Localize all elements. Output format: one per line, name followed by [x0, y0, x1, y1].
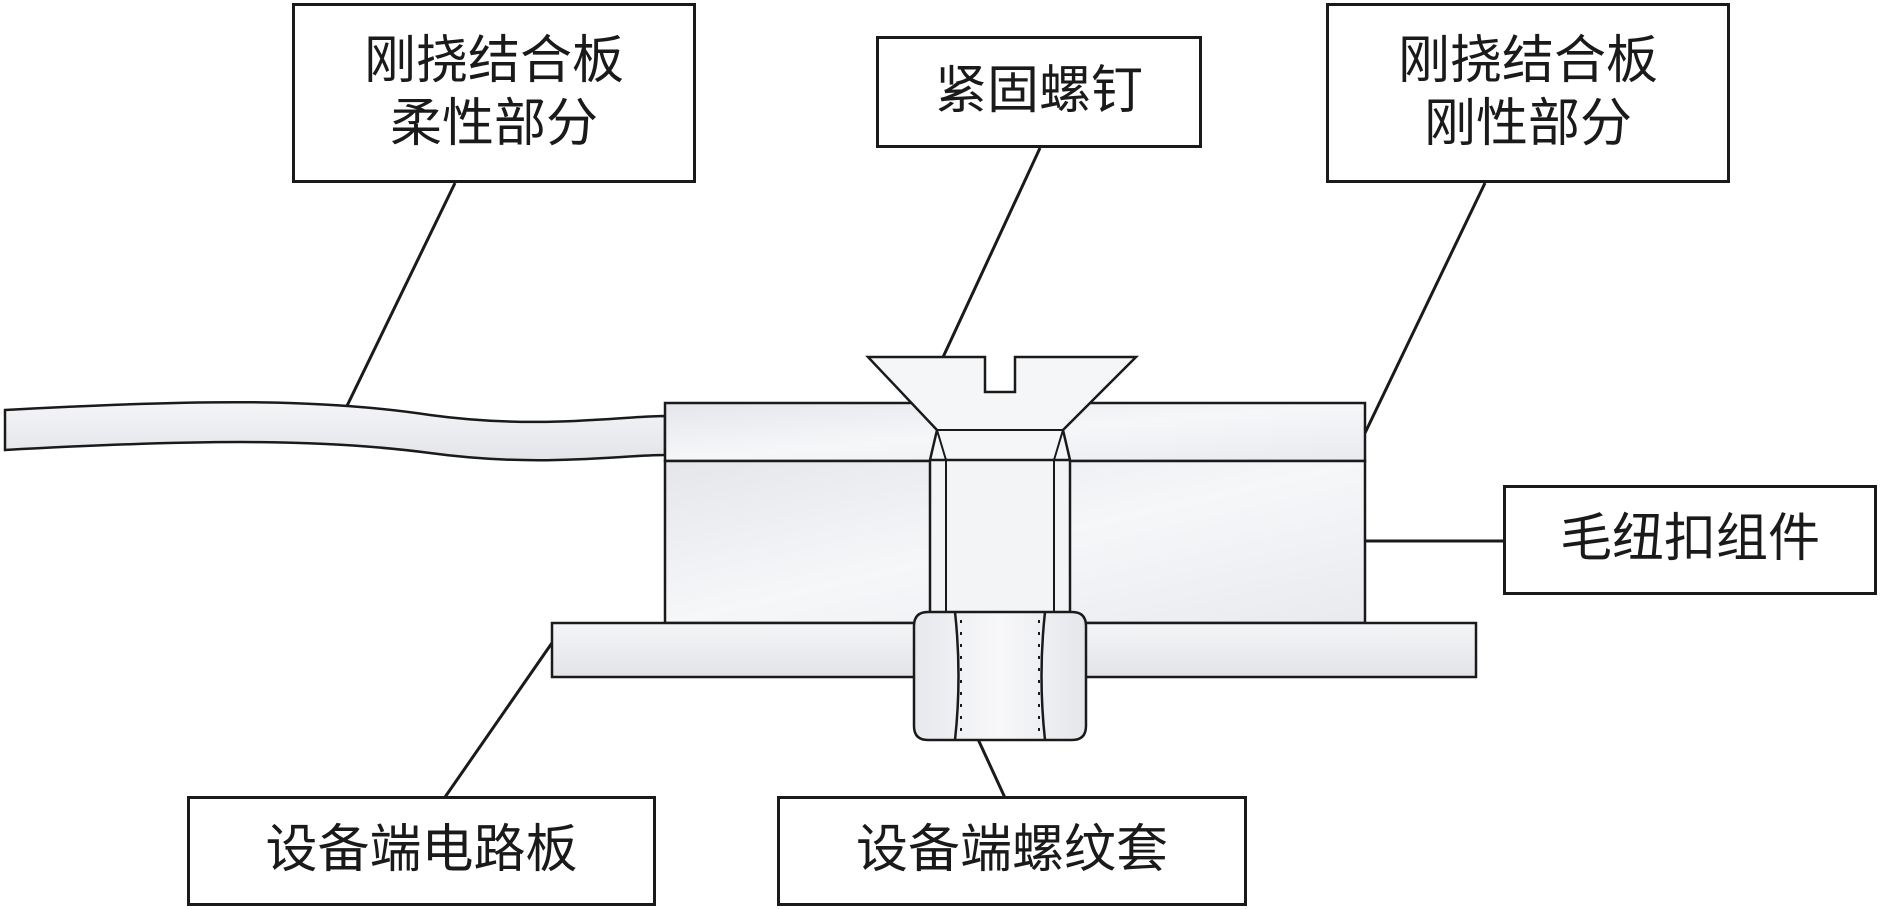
threaded-insert	[912, 610, 1088, 742]
label-device-insert-text: 设备端螺纹套	[855, 820, 1168, 881]
leader-line-device-pcb	[441, 639, 556, 801]
label-rigid-part-line2: 刚性部分	[1423, 94, 1632, 154]
leader-lines	[343, 147, 1503, 801]
leader-line-device-insert	[975, 736, 1008, 801]
label-rigid-part-line1: 刚挠结合板	[1397, 30, 1658, 91]
leader-line-screw	[936, 147, 1042, 369]
label-rigid-part: 刚挠结合板 刚性部分	[1326, 3, 1730, 183]
label-device-pcb: 设备端电路板	[187, 796, 656, 906]
label-flex-part-line1: 刚挠结合板	[363, 30, 624, 91]
label-device-pcb-text: 设备端电路板	[265, 820, 578, 881]
screw-shank	[928, 460, 1072, 630]
label-screw-text: 紧固螺钉	[934, 61, 1143, 122]
label-fuzz-button-text: 毛纽扣组件	[1559, 509, 1820, 570]
label-flex-part-line2: 柔性部分	[389, 94, 598, 154]
label-screw: 紧固螺钉	[876, 36, 1202, 148]
label-flex-part: 刚挠结合板 柔性部分	[292, 3, 696, 183]
leader-line-flex-part	[343, 182, 457, 411]
label-device-insert: 设备端螺纹套	[777, 796, 1247, 906]
screw-head	[865, 355, 1140, 462]
label-fuzz-button: 毛纽扣组件	[1503, 485, 1877, 595]
flex-ribbon	[3, 400, 667, 462]
leader-line-rigid-part	[1363, 182, 1487, 434]
